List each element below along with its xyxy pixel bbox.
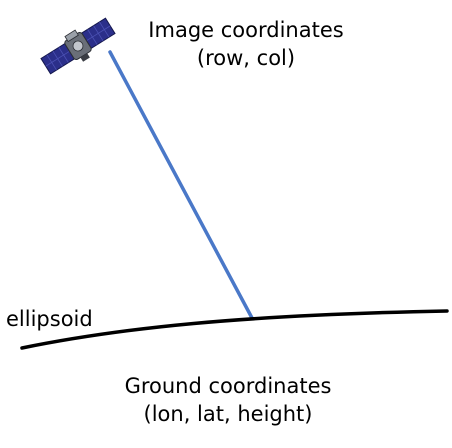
line-of-sight-ray (108, 50, 254, 320)
satellite-icon (40, 17, 116, 75)
ground-coordinates-variables: (lon, lat, height) (143, 402, 313, 426)
ellipsoid-label: ellipsoid (6, 307, 93, 331)
ground-coordinates-label: Ground coordinates (lon, lat, height) (96, 372, 360, 428)
ellipsoid-curve (20, 309, 449, 350)
image-coordinates-label: Image coordinates (row, col) (128, 16, 364, 72)
left-solar-panel (40, 42, 75, 75)
image-coordinates-title: Image coordinates (148, 18, 344, 42)
right-solar-panel (81, 17, 116, 50)
ground-coordinates-title: Ground coordinates (124, 374, 332, 398)
satellite-body (64, 29, 92, 62)
image-coordinates-variables: (row, col) (196, 46, 296, 70)
